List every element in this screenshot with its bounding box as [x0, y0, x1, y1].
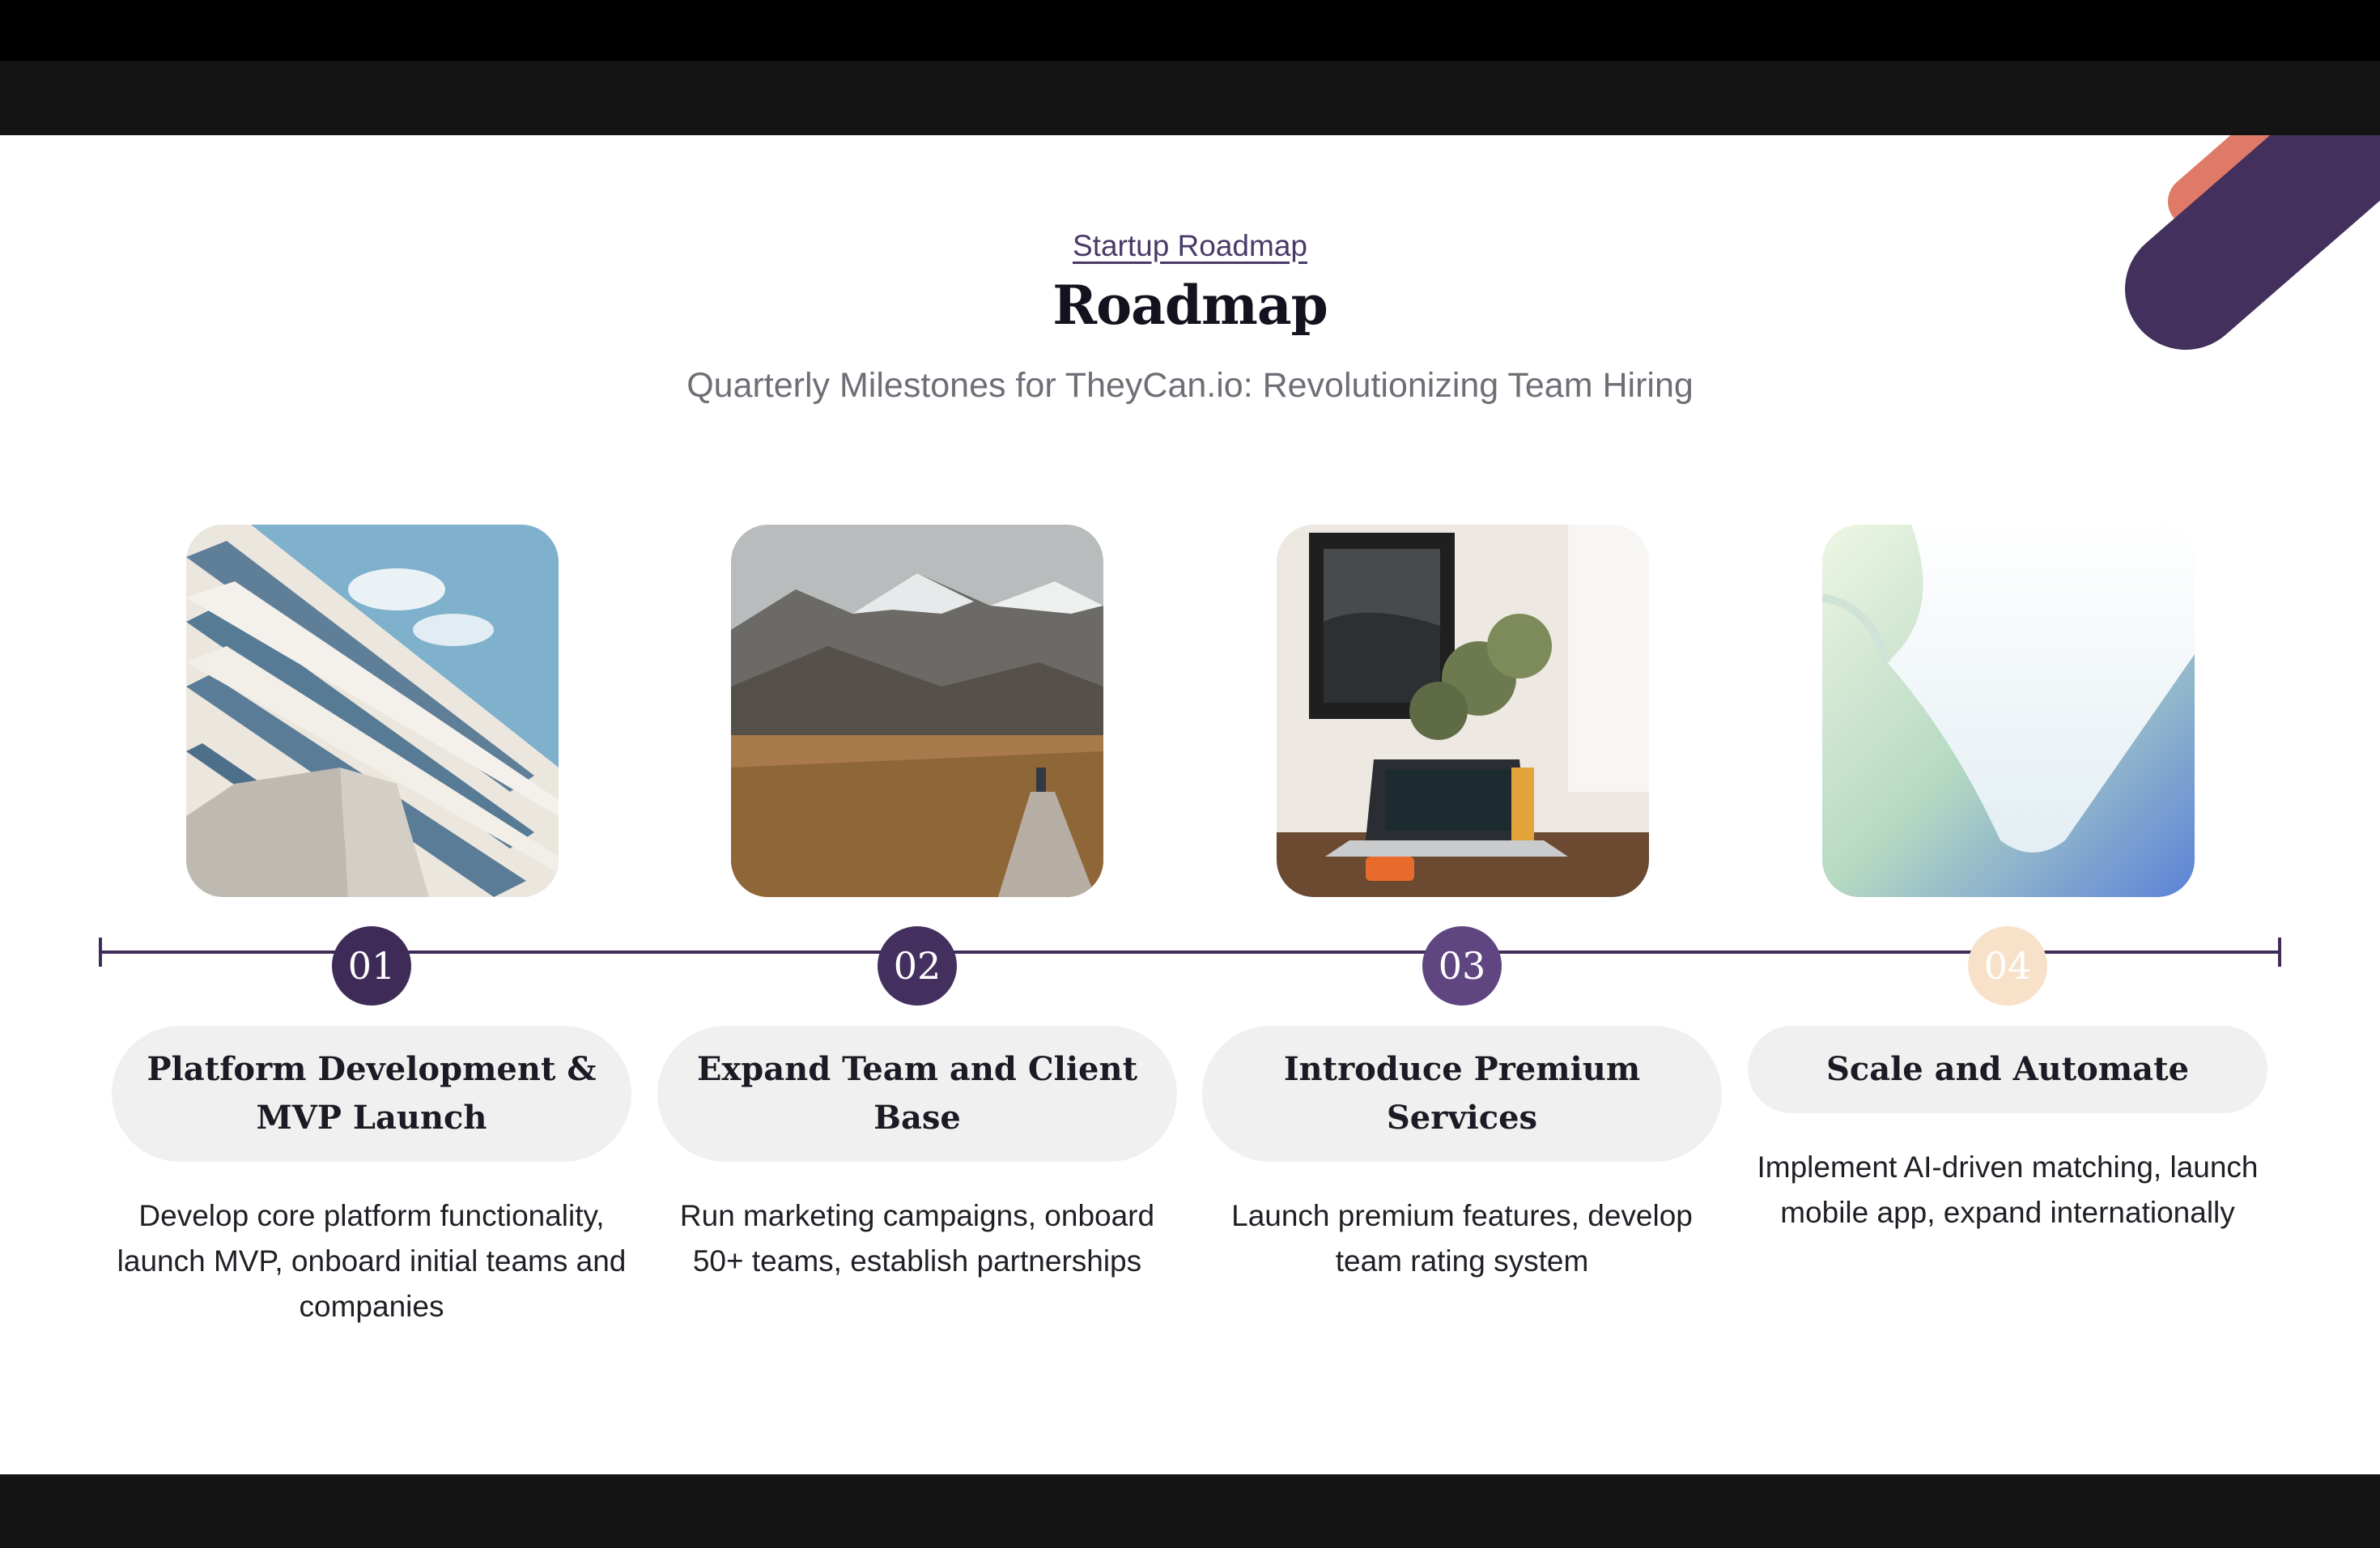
milestone-3-image: [1277, 525, 1649, 897]
milestone-1-badge: 01: [332, 926, 411, 1006]
milestone-3-title: Introduce Premium Services: [1202, 1026, 1722, 1162]
milestone-2-badge: 02: [878, 926, 957, 1006]
milestone-2-description: Run marketing campaigns, onboard 50+ tea…: [679, 1199, 1155, 1278]
page-title: Roadmap: [1052, 274, 1328, 337]
milestone-4-description: Implement AI-driven matching, launch mob…: [1757, 1150, 2259, 1229]
page-subtitle: Quarterly Milestones for TheyCan.io: Rev…: [686, 366, 1694, 405]
bottom-letterbox-bar: [0, 1474, 2380, 1548]
corner-decoration-shapes: [2105, 135, 2380, 370]
milestone-3-description: Launch premium features, develop team ra…: [1231, 1199, 1693, 1278]
milestone-2-title: Expand Team and Client Base: [657, 1026, 1177, 1162]
milestone-4-badge: 04: [1968, 926, 2047, 1006]
milestone-4-title: Scale and Automate: [1748, 1026, 2267, 1113]
milestone-2-image: [731, 525, 1103, 897]
milestone-4-image: [1822, 525, 2195, 897]
milestone-1-description: Develop core platform functionality, lau…: [117, 1199, 627, 1323]
top-letterbox-bar: [0, 0, 2380, 61]
eyebrow-link[interactable]: Startup Roadmap: [1072, 229, 1307, 262]
milestone-3-badge: 03: [1422, 926, 1502, 1006]
top-toolbar-bar: [0, 61, 2380, 135]
milestone-1-title: Platform Development & MVP Launch: [112, 1026, 631, 1162]
milestone-1-image: [186, 525, 559, 897]
